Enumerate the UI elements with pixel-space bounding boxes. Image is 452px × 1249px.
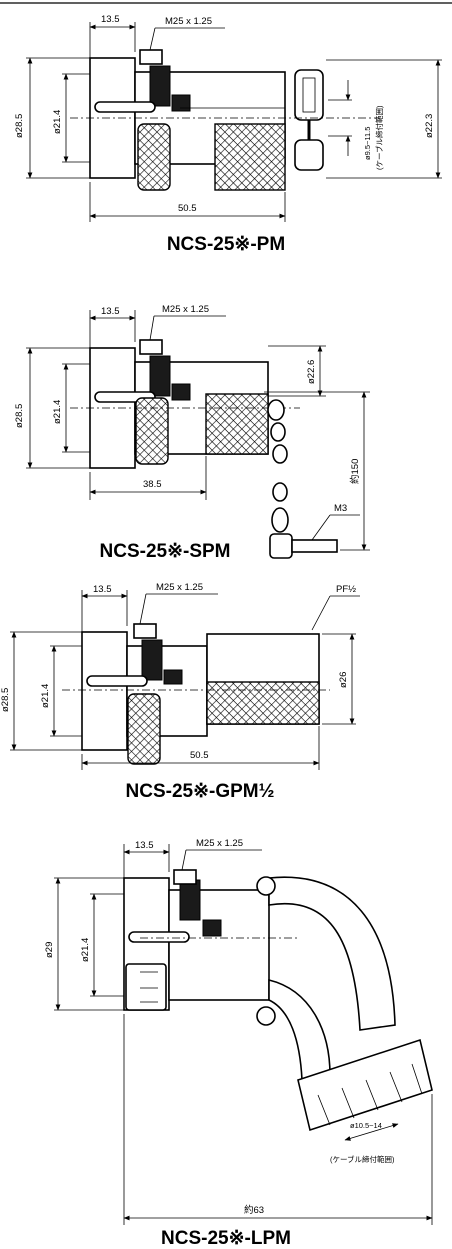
spm-coupling-knurl xyxy=(135,397,169,465)
gpm-dim-thread: M25 x 1.25 xyxy=(156,582,203,593)
spm-cap-screw xyxy=(291,539,338,553)
lpm-pin xyxy=(128,931,190,943)
lpm-nut-grooves xyxy=(317,1063,423,1126)
gpm-contact-insert xyxy=(141,639,163,681)
spm-dim-top-width: 13.5 xyxy=(101,306,120,317)
lpm-cable-nut xyxy=(297,1038,433,1132)
gpm-rear-knurl xyxy=(206,681,320,725)
pm-contact-insert xyxy=(149,65,171,107)
diagram-lpm: 13.5 M25 x 1.25 ø29 ø21.4 ø10.5~14 (ケーブル… xyxy=(44,838,433,1249)
lpm-elbow-upper xyxy=(268,876,396,1031)
spm-chain-link-1 xyxy=(267,399,285,421)
lpm-shell xyxy=(168,889,270,1001)
gpm-dim-outer-dia: ø28.5 xyxy=(0,688,11,712)
pm-clamp-slot xyxy=(302,77,316,113)
lpm-coupling-grooves xyxy=(140,971,158,1003)
pm-clamp-lower xyxy=(294,139,324,171)
spm-chain-link-5 xyxy=(271,507,289,533)
gpm-dim-pipe-thread: PF½ xyxy=(336,584,356,595)
pm-title: NCS-25※-PM xyxy=(167,234,285,255)
diagram-pm: 13.5 M25 x 1.25 ø28.5 ø21.4 50.5 ø9.5~11… xyxy=(14,14,442,255)
spm-dim-chain-length: 約150 xyxy=(349,459,361,484)
pm-dim-length: 50.5 xyxy=(178,203,197,214)
lpm-title: NCS-25※-LPM xyxy=(161,1228,291,1249)
pm-front-ring xyxy=(89,57,136,179)
spm-dim-thread: M25 x 1.25 xyxy=(162,304,209,315)
spm-thread-block xyxy=(139,339,163,355)
lpm-dim-cable-range: ø10.5~14 xyxy=(350,1121,382,1130)
pm-rear-knurl xyxy=(214,123,286,191)
gpm-contact-block xyxy=(163,669,183,685)
lpm-dim-length: 約63 xyxy=(244,1204,264,1216)
spm-chain-link-4 xyxy=(272,482,288,502)
lpm-coupling xyxy=(125,963,167,1011)
pm-thread-block xyxy=(139,49,163,65)
pm-cable-clamp xyxy=(294,69,324,121)
pm-dim-thread: M25 x 1.25 xyxy=(165,16,212,27)
spm-rear-knurl xyxy=(205,393,269,455)
spm-contact-block xyxy=(171,383,191,401)
pm-dim-cable-note: (ケーブル締付範囲) xyxy=(374,105,384,170)
lpm-dim-inner-dia: ø21.4 xyxy=(80,938,91,962)
pm-pin xyxy=(94,101,156,113)
spm-dim-length: 38.5 xyxy=(143,479,162,490)
spm-dim-outer-dia: ø28.5 xyxy=(14,404,25,428)
gpm-pin xyxy=(86,675,148,687)
diagram-spm: 13.5 M25 x 1.25 ø28.5 ø21.4 38.5 ø22.6 約… xyxy=(14,304,370,562)
lpm-dim-outer-dia: ø29 xyxy=(44,942,55,958)
spm-cap-screw-head xyxy=(269,533,293,559)
gpm-dim-right-dia: ø26 xyxy=(338,672,349,688)
spm-dim-right-dia: ø22.6 xyxy=(306,360,317,384)
gpm-thread-block xyxy=(133,623,157,639)
pm-dim-top-width: 13.5 xyxy=(101,14,120,25)
spm-chain-link-2 xyxy=(270,422,286,442)
pm-dim-outer-dia: ø28.5 xyxy=(14,114,25,138)
spm-chain-link-3 xyxy=(272,444,288,464)
spm-dim-screw: M3 xyxy=(334,503,347,514)
lpm-mount-hole-top xyxy=(256,876,276,896)
lpm-dim-cable-note: (ケーブル締付範囲) xyxy=(330,1154,395,1164)
lpm-contact-block xyxy=(202,919,222,937)
spm-title: NCS-25※-SPM xyxy=(100,541,231,562)
spm-dim-inner-dia: ø21.4 xyxy=(52,400,63,424)
lpm-dim-top-width: 13.5 xyxy=(135,840,154,851)
pm-coupling-knurl xyxy=(137,123,171,191)
diagram-gpm: 13.5 M25 x 1.25 PF½ ø28.5 ø21.4 50.5 ø26… xyxy=(0,582,360,802)
pm-dim-right-dia: ø22.3 xyxy=(424,114,435,138)
gpm-dim-inner-dia: ø21.4 xyxy=(40,684,51,708)
pm-dim-inner-dia: ø21.4 xyxy=(52,110,63,134)
pm-contact-block xyxy=(171,94,191,112)
lpm-dim-thread: M25 x 1.25 xyxy=(196,838,243,849)
lpm-elbow-lower xyxy=(268,978,331,1081)
lpm-thread-block xyxy=(173,869,197,885)
gpm-dim-top-width: 13.5 xyxy=(93,584,112,595)
gpm-coupling-knurl xyxy=(127,693,161,765)
pm-dim-cable-range: ø9.5~11.5 xyxy=(363,127,372,160)
gpm-title: NCS-25※-GPM½ xyxy=(126,781,275,802)
spm-contact-insert xyxy=(149,355,171,397)
gpm-dim-length: 50.5 xyxy=(190,750,209,761)
lpm-mount-hole-bottom xyxy=(256,1006,276,1026)
gpm-front-ring xyxy=(81,631,128,751)
spm-front-ring xyxy=(89,347,136,469)
lpm-contact-insert xyxy=(179,879,201,921)
